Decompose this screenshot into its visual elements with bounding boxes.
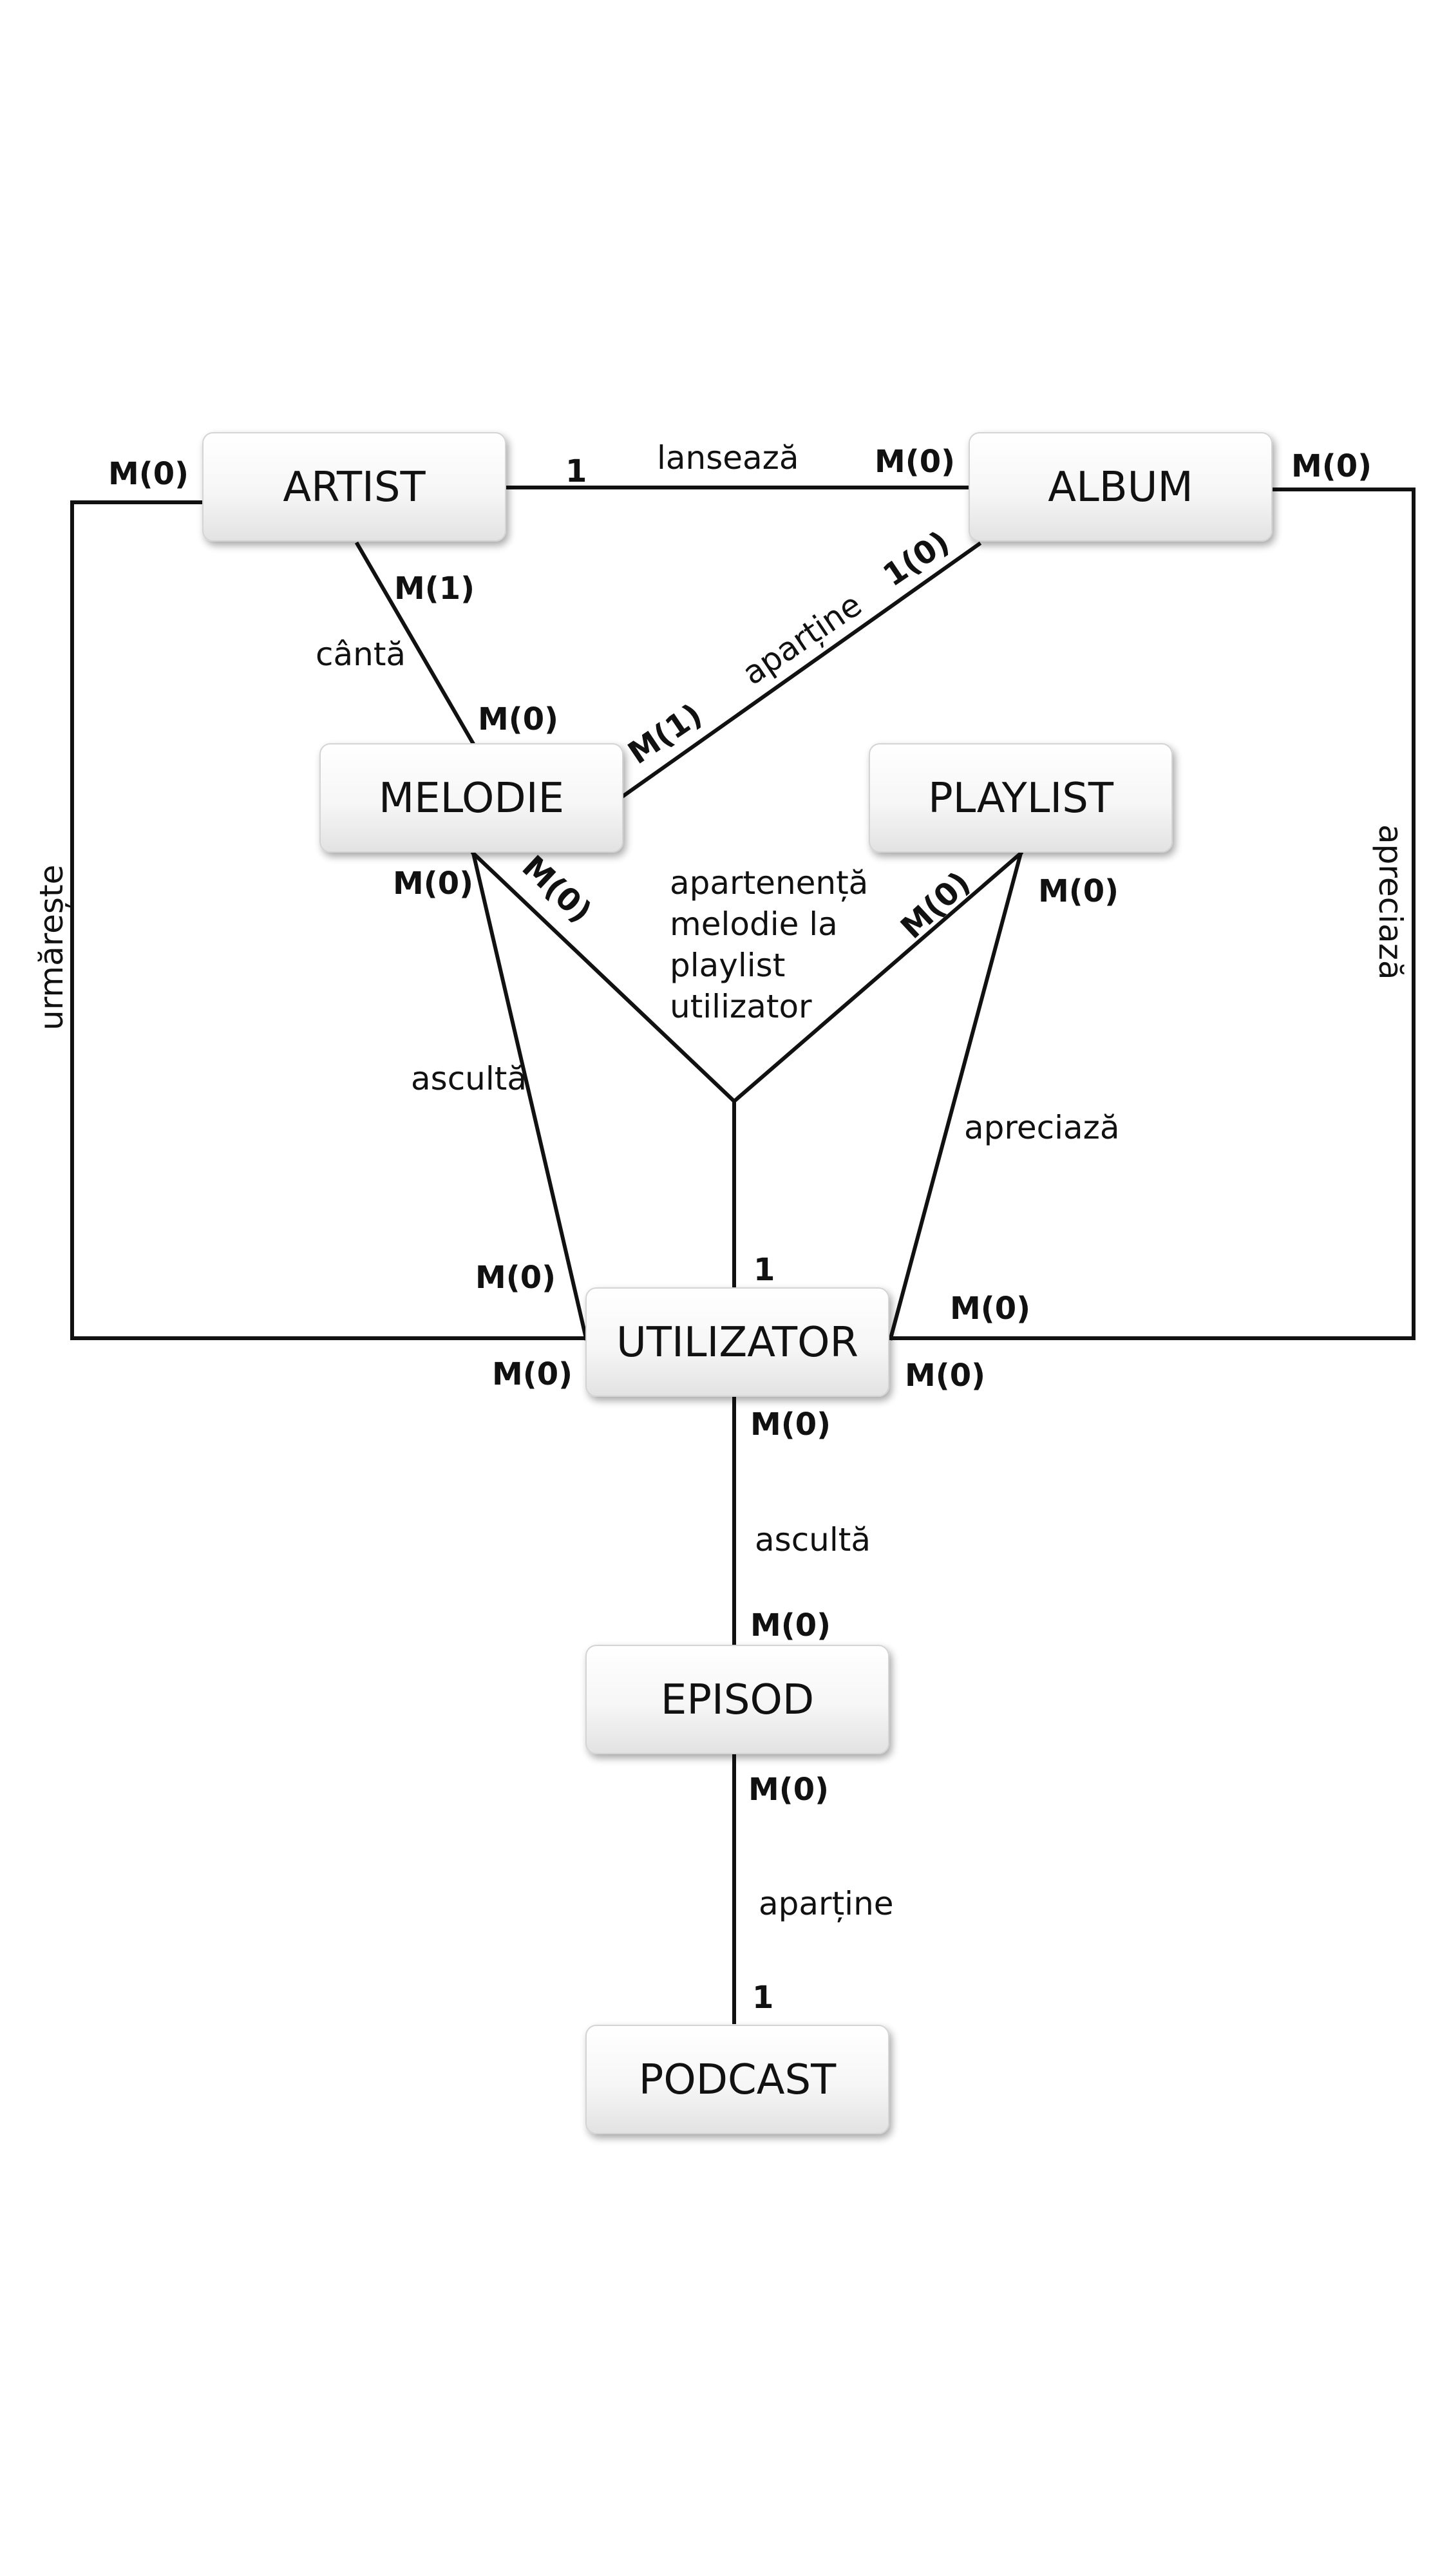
entity-melodie-label: MELODIE: [379, 775, 564, 822]
entity-playlist: PLAYLIST: [869, 743, 1173, 853]
card-melodie-apartine: M(1): [621, 697, 708, 772]
rel-apartenenta-line3: playlist: [670, 947, 785, 984]
card-artist-urmareste: M(0): [108, 456, 189, 492]
card-playlist-apreciaza: M(0): [1038, 873, 1119, 909]
edge-album-utilizator: [889, 488, 1416, 1340]
card-artist-lanseaza: 1: [565, 453, 587, 489]
cardinality-labels: M(0) 1 M(0) M(0) M(1) M(0) 1(0) M(1) M(0…: [108, 444, 1372, 2016]
rel-asculta-episod: ascultă: [755, 1521, 871, 1558]
card-melodie-apartenenta: M(0): [515, 849, 599, 930]
rel-canta: cântă: [316, 636, 406, 673]
entity-artist: ARTIST: [202, 432, 506, 542]
entity-episod-label: EPISOD: [661, 1676, 814, 1724]
entity-utilizator: UTILIZATOR: [585, 1287, 889, 1397]
entity-episod: EPISOD: [585, 1645, 889, 1754]
edge-artist-utilizator: [70, 500, 588, 1340]
rel-apreciaza-playlist: apreciază: [964, 1109, 1120, 1146]
entity-artist-label: ARTIST: [283, 464, 426, 511]
rel-asculta-melodie: ascultă: [411, 1060, 527, 1097]
card-episod-apartine: M(0): [748, 1772, 829, 1808]
edge-playlist-utilizator: [888, 851, 1023, 1341]
entity-album-label: ALBUM: [1048, 464, 1193, 511]
entity-melodie: MELODIE: [319, 743, 623, 853]
card-utilizator-asculta-episod: M(0): [750, 1406, 831, 1443]
edge-artist-melodie: [354, 541, 477, 747]
edge-melodie-utilizator: [471, 851, 589, 1341]
edge-melodie-junction: [470, 850, 737, 1104]
card-playlist-apartenenta: M(0): [894, 865, 978, 946]
card-album-lanseaza: M(0): [875, 444, 955, 480]
rel-apartenenta-line1: apartenență: [670, 864, 868, 902]
card-album-apartine: 1(0): [876, 524, 956, 594]
entity-playlist-label: PLAYLIST: [928, 775, 1114, 822]
card-album-apreciaza: M(0): [1291, 448, 1372, 484]
card-utilizator-asculta-melodie: M(0): [475, 1260, 556, 1296]
rel-lanseaza: lansează: [657, 439, 799, 477]
entity-podcast: PODCAST: [585, 2025, 889, 2134]
rel-urmareste: urmărește: [33, 865, 70, 1030]
rel-apartine-podcast: aparține: [759, 1885, 894, 1922]
card-podcast-apartine: 1: [752, 1980, 773, 2016]
card-utilizator-apreciaza-album: M(0): [905, 1358, 985, 1394]
rel-apreciaza-album: apreciază: [1372, 824, 1409, 980]
entity-utilizator-label: UTILIZATOR: [616, 1319, 858, 1367]
rel-apartenenta-line4: utilizator: [670, 988, 812, 1025]
card-utilizator-urmareste: M(0): [492, 1356, 573, 1392]
card-melodie-asculta: M(0): [393, 866, 473, 902]
edge-album-melodie: [618, 541, 982, 800]
entity-podcast-label: PODCAST: [639, 2056, 837, 2104]
card-episod-asculta: M(0): [750, 1607, 831, 1643]
edges: [70, 486, 1416, 2024]
rel-apartenenta-line2: melodie la: [670, 905, 838, 943]
card-melodie-canta: M(0): [478, 701, 558, 737]
edge-playlist-junction: [731, 850, 1024, 1104]
card-utilizator-apreciaza-playlist: M(0): [950, 1291, 1030, 1327]
entity-album: ALBUM: [969, 432, 1273, 542]
card-artist-canta: M(1): [394, 571, 475, 607]
rel-apartine-album: aparține: [735, 586, 868, 692]
card-utilizator-apartenenta: 1: [753, 1252, 775, 1288]
